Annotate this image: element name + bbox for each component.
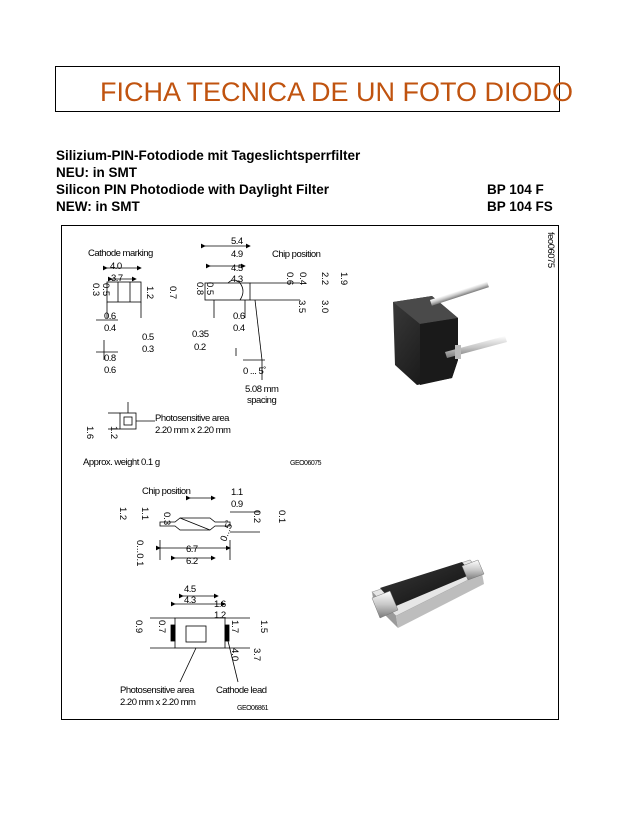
- dim-0-9: 0.9: [231, 499, 243, 510]
- svg-text:1.1: 1.1: [139, 507, 150, 520]
- dim-0-6b: 0.6: [104, 365, 116, 376]
- svg-text:1.9: 1.9: [338, 272, 349, 285]
- dim-4-0: 4.0: [110, 261, 122, 272]
- photo-area-size-1: 2.20 mm x 2.20 mm: [155, 425, 231, 436]
- dim-4-5: 4.5: [231, 263, 243, 274]
- svg-text:3.7: 3.7: [251, 648, 262, 661]
- photo-through-hole-component: [393, 281, 507, 385]
- dim-4-5-b: 4.5: [184, 584, 196, 595]
- drawing-frame: [61, 225, 559, 720]
- svg-text:3.5: 3.5: [296, 300, 307, 313]
- svg-text:0.5: 0.5: [100, 283, 111, 296]
- dim-0-35: 0.35: [192, 329, 209, 340]
- svg-text:0.1: 0.1: [276, 510, 287, 523]
- svg-text:0.3: 0.3: [90, 283, 101, 296]
- page-title: FICHA TECNICA DE UN FOTO DIODO: [100, 77, 574, 107]
- photo-area-mark: [119, 412, 137, 430]
- drawing-2-labels: Chip position 1.1 0.9 6.7 6.2 4.5 4.3 1.…: [117, 486, 287, 712]
- side-code: feo06075: [545, 232, 556, 268]
- dim-3-7: 3.7: [111, 273, 123, 284]
- drawing-2: [150, 495, 260, 683]
- part-number-1: BP 104 F: [487, 182, 544, 197]
- svg-text:1.7: 1.7: [229, 620, 240, 633]
- svg-text:0.7: 0.7: [167, 286, 178, 299]
- label-cathode-lead: Cathode lead: [216, 685, 267, 696]
- svg-text:4.0: 4.0: [229, 648, 240, 661]
- photo-area-size-2: 2.20 mm x 2.20 mm: [120, 697, 196, 708]
- svg-text:0.9: 0.9: [133, 620, 144, 633]
- svg-text:0.6: 0.6: [284, 272, 295, 285]
- photo-smt-component: [371, 559, 485, 628]
- title-box: FICHA TECNICA DE UN FOTO DIODO: [55, 66, 573, 112]
- svg-text:1.2: 1.2: [108, 426, 119, 439]
- label-chip-position-2: Chip position: [142, 486, 191, 497]
- dim-0-2: 0.2: [194, 342, 206, 353]
- label-cathode-marking: Cathode marking: [88, 248, 153, 259]
- svg-text:0.5: 0.5: [204, 282, 215, 295]
- drawing-1-labels: Cathode marking Chip position 4.0 3.7 5.…: [83, 236, 349, 468]
- dim-1-2: 1.2: [214, 610, 226, 621]
- photo-area-label-2: Photosensitive area: [120, 685, 195, 696]
- weight-label: Approx. weight 0.1 g: [83, 457, 160, 468]
- smt-top-view: [174, 617, 226, 649]
- svg-text:1.2: 1.2: [117, 507, 128, 520]
- dim-angle-2: 0...5˚: [218, 519, 236, 543]
- dim-angle-1: 0 ... 5˚: [243, 366, 266, 377]
- dim-4-3: 4.3: [231, 274, 243, 285]
- dim-6-7: 6.7: [186, 544, 198, 555]
- dim-0-8: 0.8: [104, 353, 116, 364]
- heading-en-title: Silicon PIN Photodiode with Daylight Fil…: [56, 182, 330, 197]
- dim-5-4: 5.4: [231, 236, 243, 247]
- svg-text:0.3: 0.3: [161, 512, 172, 525]
- svg-text:2.2: 2.2: [319, 272, 330, 285]
- dim-0-4a: 0.4: [104, 323, 116, 334]
- svg-text:3.0: 3.0: [319, 300, 330, 313]
- dim-0-3: 0.3: [142, 344, 154, 355]
- dim-0-5: 0.5: [142, 332, 154, 343]
- body-side-view: [204, 282, 251, 301]
- dim-4-3-b: 4.3: [184, 595, 196, 606]
- dim-1-6: 1.6: [214, 599, 226, 610]
- heading-en-new: NEW: in SMT: [56, 199, 140, 214]
- label-chip-position-1: Chip position: [272, 249, 321, 260]
- dim-0-6a: 0.6: [104, 311, 116, 322]
- part-number-2: BP 104 FS: [487, 199, 553, 214]
- photo-area-label-1: Photosensitive area: [155, 413, 230, 424]
- svg-text:1.5: 1.5: [258, 620, 269, 633]
- svg-text:0.8: 0.8: [194, 282, 205, 295]
- heading-de-title: Silizium-PIN-Fotodiode mit Tageslichtspe…: [56, 148, 361, 163]
- svg-text:0.7: 0.7: [156, 620, 167, 633]
- dim-4-9: 4.9: [231, 249, 243, 260]
- dim-0-6c: 0.6: [233, 311, 245, 322]
- svg-text:1.2: 1.2: [144, 286, 155, 299]
- dim-1-1: 1.1: [231, 487, 243, 498]
- dim-6-2: 6.2: [186, 556, 198, 567]
- svg-text:1.6: 1.6: [84, 426, 95, 439]
- dim-0-4c: 0.4: [233, 323, 245, 334]
- drawing-1: [96, 243, 300, 430]
- spacing-value: 5.08 mm: [245, 384, 279, 395]
- drawing-code-1: GEO06075: [290, 460, 322, 467]
- heading-de-new: NEU: in SMT: [56, 165, 137, 180]
- drawing-code-2: GEO06861: [237, 705, 269, 712]
- svg-text:0.4: 0.4: [297, 272, 308, 285]
- svg-text:0.2: 0.2: [251, 510, 262, 523]
- svg-text:0...0.1: 0...0.1: [134, 540, 145, 566]
- body-front-view: [106, 281, 142, 303]
- spacing-label: spacing: [247, 395, 276, 406]
